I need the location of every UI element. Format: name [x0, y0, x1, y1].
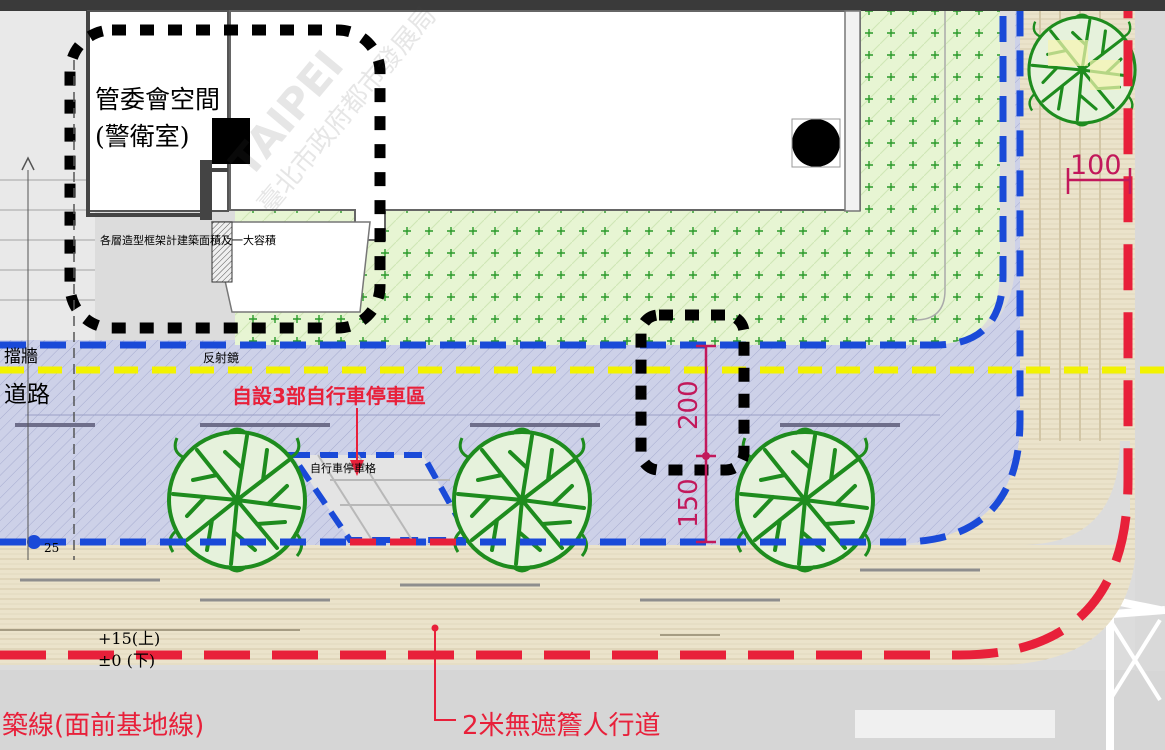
reflective-mirror-label: 反射鏡 [203, 350, 239, 365]
walkway-label: 2米無遮簷人行道 [462, 711, 661, 741]
level-lower-label: ±0 (下) [98, 651, 155, 670]
setback-line-label: 築線(面前基地線) [2, 711, 204, 741]
floor-area-note: 各層造型框架計建築面積及一大容積 [100, 233, 276, 247]
dimension-100: 100 [1070, 150, 1122, 181]
sidewalk-area [0, 11, 1135, 666]
blue-boundary-upper [0, 11, 1007, 349]
column-marker [792, 119, 840, 167]
bike-parking-label: 自設3部自行車停車區 [232, 384, 426, 408]
street-tree-icon [735, 427, 875, 573]
paved-driveway [0, 11, 1020, 545]
street-tree-icon [452, 427, 592, 573]
road-label: 道路 [4, 382, 50, 408]
highlight-box-width [635, 309, 750, 476]
small-dimension-25: 25 [44, 541, 59, 555]
road-marking [855, 710, 1055, 738]
header-bar [0, 0, 1165, 11]
retaining-wall-label: 擋牆 [4, 347, 38, 367]
bike-parking-small-label: 自行車停車格 [310, 461, 376, 475]
level-upper-label: +15(上) [98, 629, 160, 648]
red-site-line [0, 11, 1133, 660]
street-tree-icon [167, 427, 307, 573]
dimension-150: 150 [674, 478, 704, 528]
highlight-box-guard [64, 24, 386, 334]
mgmt-space-label: 管委會空間 [95, 85, 220, 114]
dimension-200: 200 [674, 380, 704, 430]
guard-room-label: (警衛室) [95, 122, 190, 151]
